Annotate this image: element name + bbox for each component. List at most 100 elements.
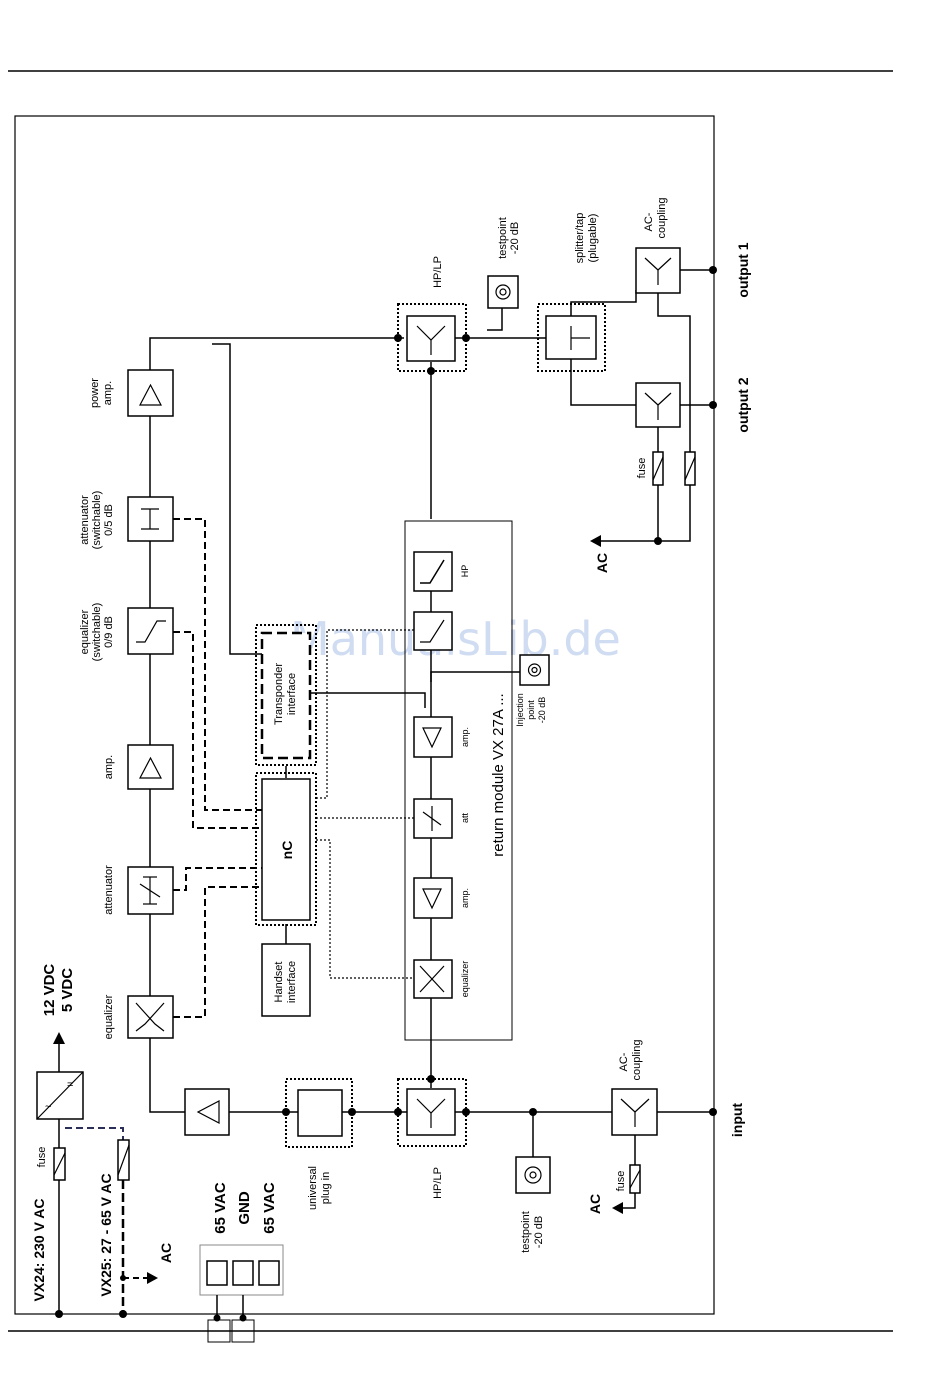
vdc5-label: 5 VDC [59, 968, 76, 1012]
ac-coupling-top-label-1: AC- [643, 212, 655, 231]
equalizer-switchable-label-2: (switchable) [91, 603, 103, 662]
output-fuse-label: fuse [636, 458, 648, 479]
input-fuse [629, 1164, 641, 1194]
supply-fuse-label: fuse [36, 1147, 48, 1168]
injection-point [519, 654, 550, 686]
ac-coupling-output1 [635, 247, 681, 294]
equalizer-switchable-label-1: equalizer [79, 609, 91, 654]
supply-fuse-vx25 [117, 1139, 130, 1181]
hp-lp-top-label: HP/LP [432, 256, 444, 288]
splitter-tap-block [537, 303, 606, 372]
attenuator-switchable-label-3: 0/5 dB [103, 504, 115, 536]
transponder-interface [255, 624, 317, 766]
ac-top-label: AC [594, 553, 610, 573]
return-amp-1-label: amp. [460, 727, 470, 747]
attenuator-switchable-label-1: attenuator [79, 495, 91, 545]
vx25-supply-dashed [65, 1127, 148, 1314]
transponder-label-1: Transponder [273, 663, 285, 725]
return-att [413, 798, 453, 839]
attenuator-label: attenuator [103, 865, 115, 915]
microcontroller [255, 772, 317, 926]
return-partial-block [413, 611, 453, 651]
hp-lp-bottom-block [397, 1078, 467, 1147]
svg-text:=: = [67, 1079, 73, 1091]
terminal-65vac-a: 65 VAC [212, 1182, 229, 1234]
return-module-label: return module VX 27A ... [490, 693, 507, 856]
power-amp-label-2: amp. [102, 381, 114, 405]
amp-block [127, 744, 174, 790]
ac-coupling-bottom-label-1: AC- [618, 1052, 630, 1071]
ac-coupling-top-label-2: coupling [656, 198, 668, 239]
testpoint-bottom-label-1: testpoint [520, 1211, 532, 1253]
universal-label-1: universal [307, 1166, 319, 1210]
frame [14, 115, 715, 1315]
vdc12-label: 12 VDC [41, 964, 58, 1017]
microcontroller-label: nC [279, 841, 295, 860]
transponder-label-2: interface [286, 673, 298, 715]
return-amp-1 [413, 716, 453, 758]
vdc-arrow [53, 1032, 65, 1044]
handset-interface [261, 943, 311, 1017]
supply-fuse-vx24 [53, 1147, 66, 1181]
hp-lp-bottom-label: HP/LP [432, 1167, 444, 1199]
handset-label-2: interface [286, 961, 298, 1003]
input-label: input [729, 1103, 745, 1138]
return-amp-2-label: amp. [460, 888, 470, 908]
ac-bottom-label: AC [587, 1194, 603, 1214]
universal-plug-in [285, 1078, 353, 1148]
attenuator-block [127, 866, 174, 915]
output2-label: output 2 [735, 377, 751, 432]
splitter-label-2: (plugable) [587, 214, 599, 263]
terminal-gnd: GND [236, 1191, 253, 1225]
injection-label-1: Injection [515, 693, 525, 727]
output1-label: output 1 [735, 242, 751, 297]
hp-lp-top-block [397, 303, 467, 372]
attenuator-switchable-label-2: (switchable) [91, 491, 103, 550]
power-amp-label-1: power [89, 378, 101, 408]
testpoint-bottom-label-2: -20 dB [533, 1216, 545, 1248]
ac-arrow-top [590, 535, 601, 547]
terminal-block [199, 1244, 284, 1343]
watermark: ManualsLib.de [290, 612, 621, 666]
power-converter: ~ = [36, 1071, 84, 1120]
vx24-label: VX24: 230 V AC [31, 1199, 47, 1302]
equalizer-block [127, 995, 174, 1039]
testpoint-top-label-2: -20 dB [509, 222, 521, 254]
injection-label-2: point [526, 700, 536, 720]
testpoint-bottom [515, 1156, 551, 1194]
return-equalizer [413, 959, 453, 999]
equalizer-label: equalizer [103, 994, 115, 1039]
injection-label-3: -20 dB [537, 697, 547, 724]
return-equalizer-label: equalizer [460, 961, 470, 998]
return-amp-2 [413, 877, 453, 919]
testpoint-top-label-1: testpoint [497, 217, 509, 259]
input-amp-block [184, 1088, 230, 1136]
equalizer-switchable-label-3: 0/9 dB [103, 616, 115, 648]
amp-label: amp. [103, 755, 115, 779]
universal-label-2: plug in [320, 1172, 332, 1204]
attenuator-switchable-block [127, 496, 174, 542]
vx25-label: VX25: 27 - 65 V AC [98, 1173, 114, 1296]
ac-arrow-supply [147, 1272, 158, 1284]
forward-chain-wires [149, 269, 713, 1209]
return-att-label: att [460, 813, 470, 824]
testpoint-top [487, 275, 519, 309]
return-hp-label: HP [460, 565, 470, 578]
input-fuse-label: fuse [615, 1171, 627, 1192]
ac-arrow-bottom [612, 1202, 623, 1214]
control-wires-dashed [173, 518, 262, 1018]
ac-supply-label: AC [158, 1243, 174, 1263]
control-wires-dotted [316, 629, 415, 979]
equalizer-switchable-block [127, 607, 174, 655]
svg-text:~: ~ [45, 1101, 51, 1113]
splitter-label-1: splitter/tap [574, 213, 586, 264]
ac-coupling-output2 [635, 382, 681, 428]
junction-dots [55, 266, 717, 1318]
ac-coupling-input [611, 1088, 658, 1136]
ac-coupling-bottom-label-2: coupling [631, 1040, 643, 1081]
power-amp-block [127, 369, 174, 417]
output-fuses [652, 451, 696, 486]
return-hp-block [413, 551, 453, 592]
terminal-65vac-b: 65 VAC [261, 1182, 278, 1234]
